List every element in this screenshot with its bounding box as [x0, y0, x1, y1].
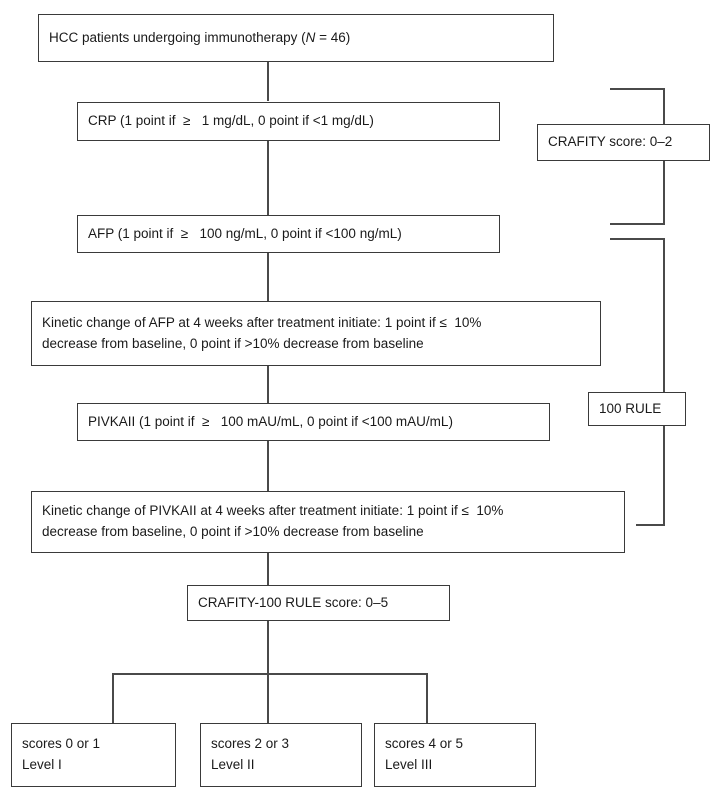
node-pivkaii-text: PIVKAII (1 point if ≥ 100 mAU/mL, 0 poin…: [88, 413, 453, 429]
node-100-rule[interactable]: 100 RULE: [588, 392, 686, 426]
node-crp[interactable]: CRP (1 point if ≥ 1 mg/dL, 0 point if <1…: [77, 102, 500, 141]
node-level-3[interactable]: scores 4 or 5 Level III: [374, 723, 536, 787]
node-pivkaii-kinetic[interactable]: Kinetic change of PIVKAII at 4 weeks aft…: [31, 491, 625, 553]
node-level-1-scores: scores 0 or 1: [22, 736, 101, 752]
node-cohort[interactable]: HCC patients undergoing immunotherapy (N…: [38, 14, 554, 62]
node-pivkaii[interactable]: PIVKAII (1 point if ≥ 100 mAU/mL, 0 poin…: [77, 403, 550, 441]
connector-combined-to-split: [267, 620, 269, 674]
bracket-100rule-vertical: [663, 238, 665, 526]
node-pivkaii-kinetic-line2: decrease from baseline, 0 point if >10% …: [42, 524, 424, 539]
node-level-2-scores: scores 2 or 3: [211, 736, 290, 752]
node-level-3-scores: scores 4 or 5: [385, 736, 464, 752]
node-100-rule-text: 100 RULE: [599, 400, 662, 416]
bracket-crafity-top: [610, 88, 665, 90]
node-level-1[interactable]: scores 0 or 1 Level I: [11, 723, 176, 787]
node-crafity-score-text: CRAFITY score: 0–2: [548, 134, 673, 150]
node-afp-kinetic-line2: decrease from baseline, 0 point if >10% …: [42, 335, 424, 351]
node-afp-kinetic-line1: Kinetic change of AFP at 4 weeks after t…: [42, 314, 482, 330]
connector-pivkaiikinetic-to-combined: [267, 551, 269, 591]
node-level-3-label: Level III: [385, 757, 433, 772]
node-pivkaii-kinetic-line1: Kinetic change of PIVKAII at 4 weeks aft…: [42, 503, 504, 519]
node-crafity-score[interactable]: CRAFITY score: 0–2: [537, 124, 710, 161]
split-drop-center: [267, 673, 269, 724]
connector-pivkaii-to-pivkaiikinetic: [267, 440, 269, 492]
split-drop-left: [112, 673, 114, 724]
bracket-crafity-bottom: [610, 223, 665, 225]
node-combined-score-text: CRAFITY-100 RULE score: 0–5: [198, 594, 389, 610]
node-afp-text: AFP (1 point if ≥ 100 ng/mL, 0 point if …: [88, 225, 402, 241]
bracket-100rule-top: [610, 238, 665, 240]
connector-afp-to-afpkinetic: [267, 252, 269, 302]
split-drop-right: [426, 673, 428, 724]
node-crp-text: CRP (1 point if ≥ 1 mg/dL, 0 point if <1…: [88, 113, 374, 129]
connector-afpkinetic-to-pivkaii: [267, 365, 269, 403]
bracket-100rule-bottom: [636, 524, 665, 526]
node-cohort-text: HCC patients undergoing immunotherapy (N…: [49, 29, 351, 45]
node-afp-kinetic[interactable]: Kinetic change of AFP at 4 weeks after t…: [31, 301, 601, 366]
node-level-1-label: Level I: [22, 757, 62, 772]
split-horizontal-bar: [112, 673, 428, 675]
node-afp[interactable]: AFP (1 point if ≥ 100 ng/mL, 0 point if …: [77, 215, 500, 253]
sample-size-symbol: N: [305, 29, 316, 45]
connector-crp-to-afp: [267, 140, 269, 215]
node-level-2[interactable]: scores 2 or 3 Level II: [200, 723, 362, 787]
node-level-2-label: Level II: [211, 757, 255, 772]
node-combined-score[interactable]: CRAFITY-100 RULE score: 0–5: [187, 585, 450, 621]
connector-cohort-to-crp: [267, 62, 269, 101]
